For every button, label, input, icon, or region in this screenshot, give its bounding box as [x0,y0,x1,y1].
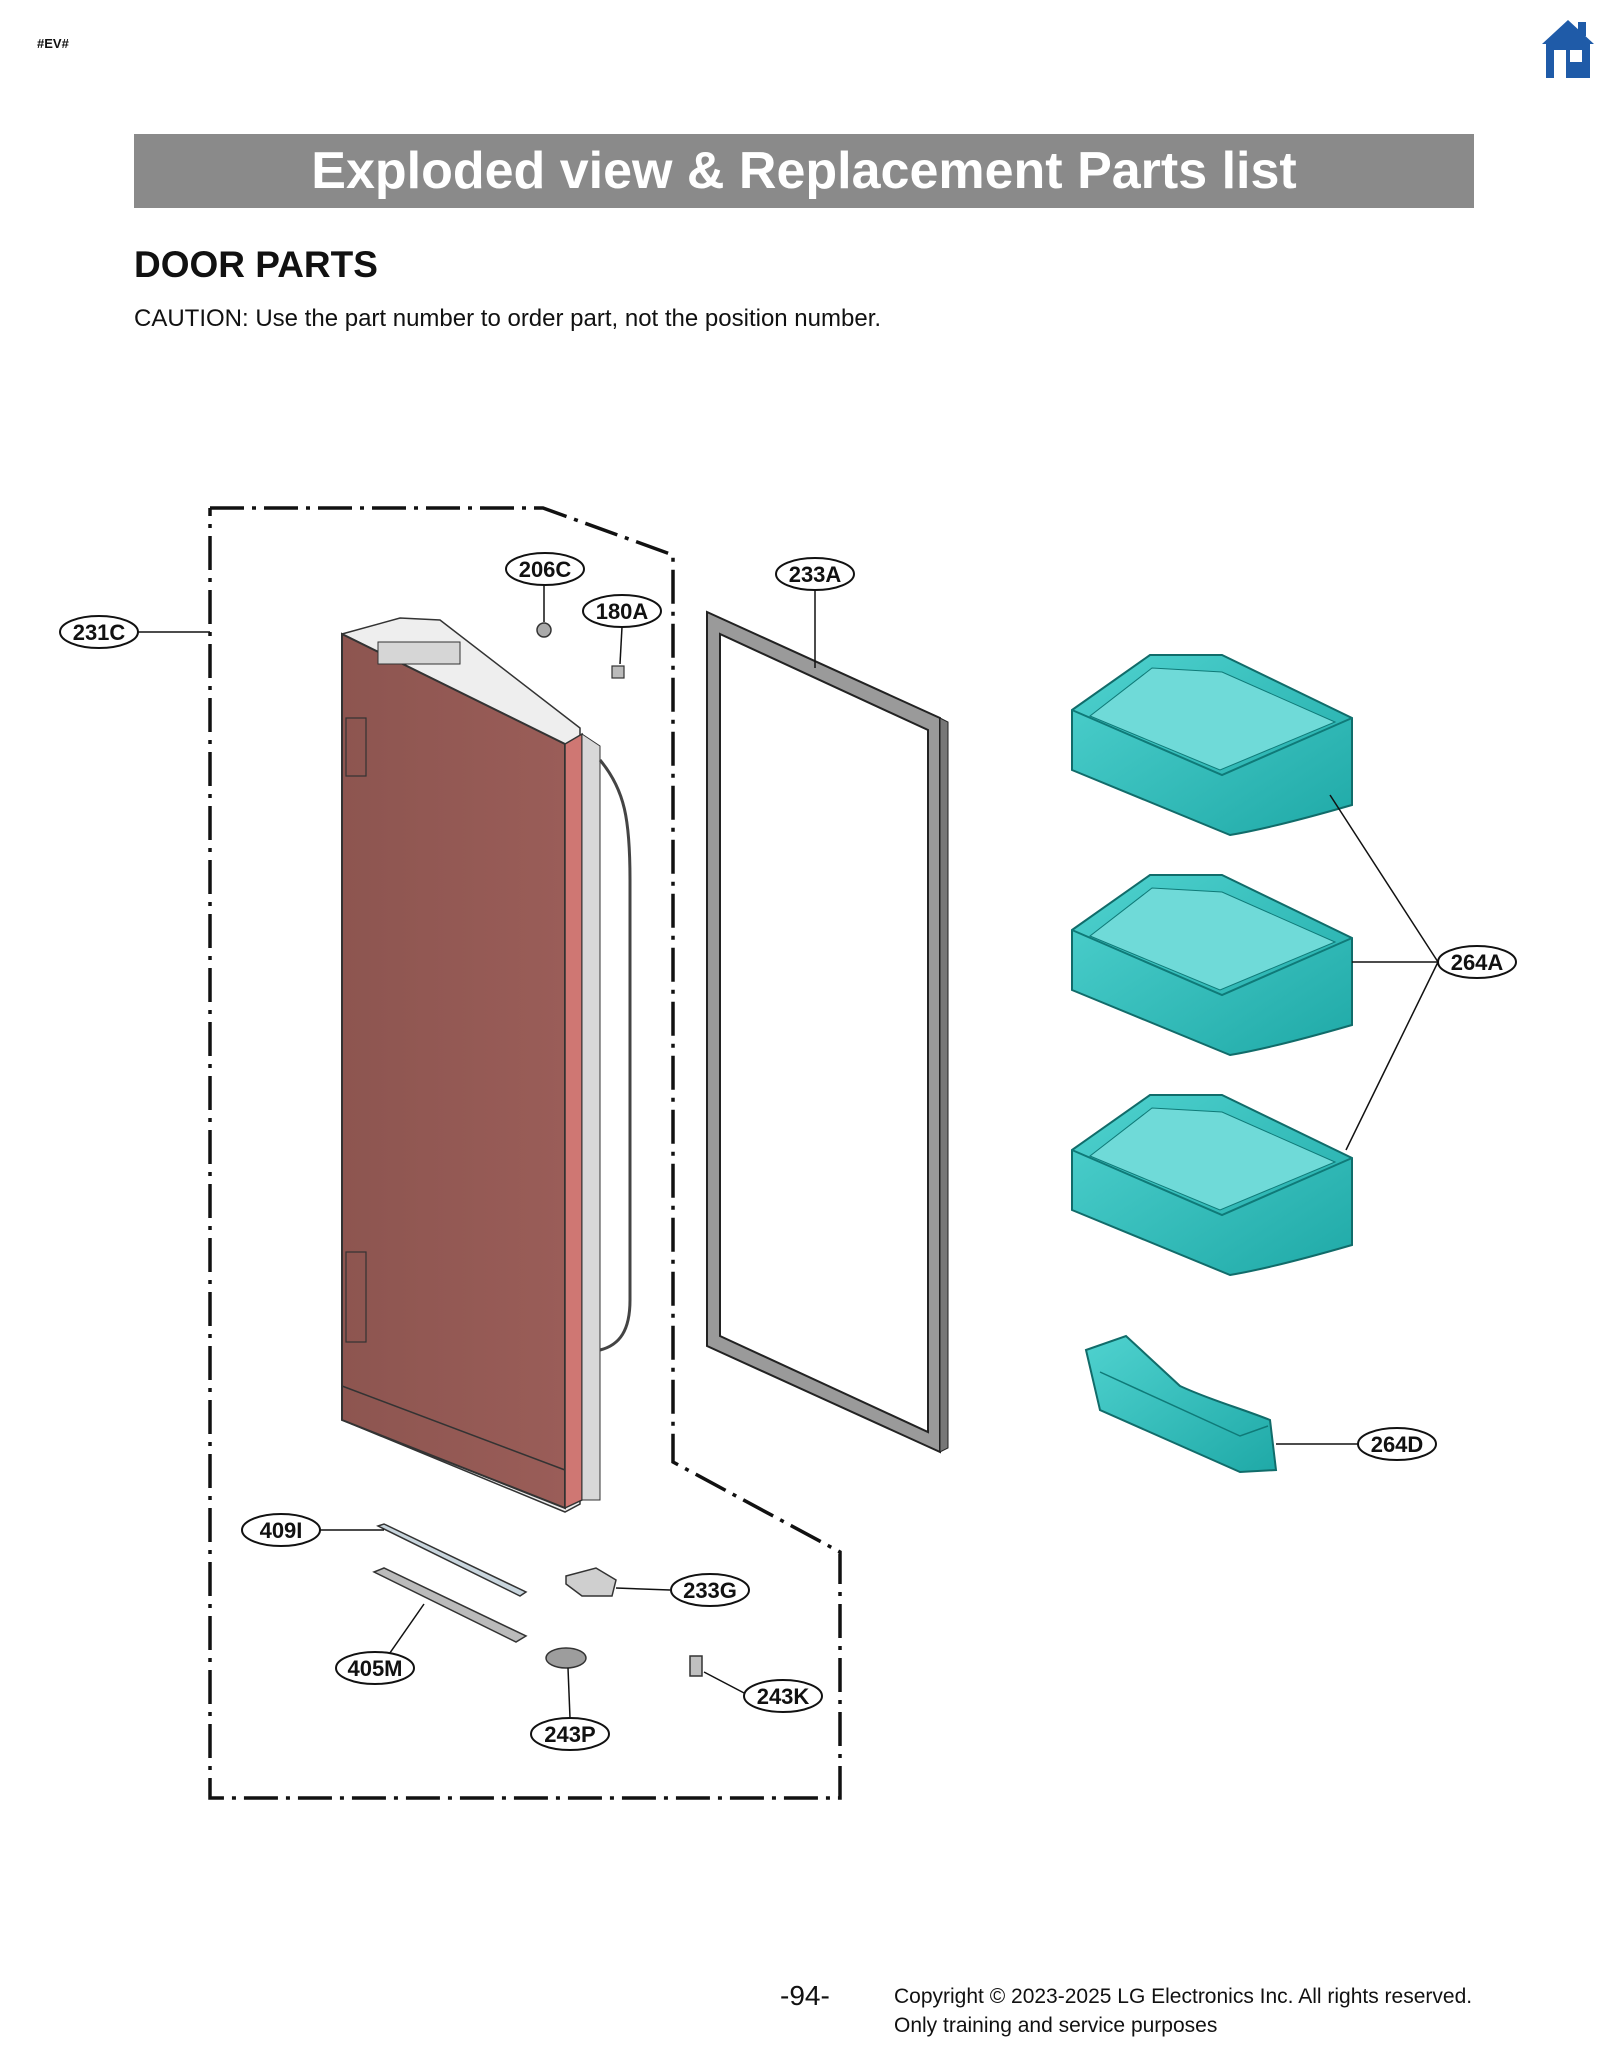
callout-409I: 409I [241,1513,321,1547]
bin-264A-top-shape [1071,654,1353,837]
leader-lines [138,585,1439,1719]
bin-264A-bottom-shape [1071,1094,1353,1277]
callout-264D: 264D [1357,1427,1437,1461]
door-assembly-boundary [208,506,842,1800]
gasket-233A-shape [706,610,949,1454]
page-number: -94- [780,1980,830,2011]
part-243K-shape [689,1655,703,1677]
callout-243K: 243K [743,1679,823,1713]
callout-231C-label: 231C [73,620,126,645]
callout-233A-label: 233A [789,562,842,587]
bar-409I-shape [376,1523,528,1597]
bin-264A-middle-shape [1071,874,1353,1057]
document-tag: #EV# [37,36,69,51]
copyright-text: Copyright © 2023-2025 LG Electronics Inc… [894,1985,1473,2008]
page-banner: Exploded view & Replacement Parts list [134,134,1474,208]
bar-405M-shape [372,1567,528,1643]
part-243P-shape [545,1647,587,1669]
callout-264A-label: 264A [1451,950,1504,975]
bracket-233G-shape [565,1567,617,1597]
callout-405M-label: 405M [347,1656,402,1681]
callout-243P: 243P [530,1717,610,1751]
callout-264A: 264A [1437,945,1517,979]
section-title: DOOR PARTS [134,244,378,285]
callout-180A: 180A [582,594,662,628]
part-180A-shape [611,665,625,679]
callout-180A-label: 180A [596,599,649,624]
callout-243K-label: 243K [757,1684,810,1709]
callout-233A: 233A [775,557,855,591]
usage-note: Only training and service purposes [894,2014,1218,2037]
callout-233G: 233G [670,1573,750,1607]
door-assembly [341,617,632,1513]
callout-243P-label: 243P [544,1722,595,1747]
bin-264D-shape [1084,1334,1278,1474]
callout-206C-label: 206C [519,557,572,582]
callout-206C: 206C [505,552,585,586]
caution-text: CAUTION: Use the part number to order pa… [134,305,882,332]
callout-233G-label: 233G [683,1578,737,1603]
part-206C-shape [536,622,552,638]
banner-title: Exploded view & Replacement Parts list [311,142,1297,200]
home-icon[interactable] [1540,18,1596,80]
footer-copyright: Copyright © 2023-2025 LG Electronics Inc… [894,1982,1472,2040]
callout-231C: 231C [59,615,139,649]
callout-409I-label: 409I [260,1518,303,1543]
callout-405M: 405M [335,1651,415,1685]
callout-264D-label: 264D [1371,1432,1424,1457]
